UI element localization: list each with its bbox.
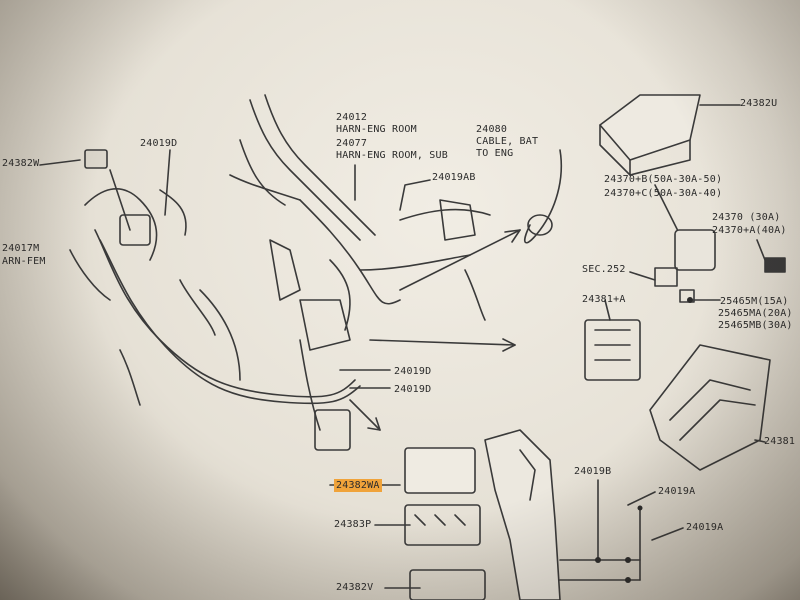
part-label-24382v: 24382V (336, 582, 374, 593)
part-label-24382u: 24382U (740, 98, 778, 109)
part-label-24077: 24077 (336, 138, 368, 149)
part-label-24019d-mid2: 24019D (394, 384, 432, 395)
part-label-24019d: 24019D (140, 138, 178, 149)
part-label-harn-fem: ARN-FEM (2, 256, 46, 267)
part-label-25465ma: 25465MA(20A) (718, 308, 793, 319)
part-label-25465mb: 25465MB(30A) (718, 320, 793, 331)
part-label-24370-30a: 24370 (30A) (712, 212, 781, 223)
part-label-to-eng: TO ENG (476, 148, 514, 159)
part-label-24019d-mid1: 24019D (394, 366, 432, 377)
part-label-24019a-2: 24019A (686, 522, 724, 533)
part-label-24080: 24080 (476, 124, 508, 135)
part-label-24017m: 24017M (2, 243, 40, 254)
part-label-24370c: 24370+C(50A-30A-40) (604, 188, 723, 199)
part-label-24370a: 24370+A(40A) (712, 225, 787, 236)
part-label-24019ab: 24019AB (432, 172, 476, 183)
part-label-24382w: 24382W (2, 158, 40, 169)
part-label-24012: 24012 (336, 112, 368, 123)
part-label-24383p: 24383P (334, 519, 372, 530)
part-label-25465m: 25465M(15A) (720, 296, 789, 307)
part-label-24019b: 24019B (574, 466, 612, 477)
part-label-harn-eng-room-sub: HARN-ENG ROOM, SUB (336, 150, 448, 161)
part-label-24019a-1: 24019A (658, 486, 696, 497)
part-label-24381a: 24381+A (582, 294, 626, 305)
part-label-24381: 24381 (764, 436, 796, 447)
part-label-sec252: SEC.252 (582, 264, 626, 275)
part-label-harn-eng-room: HARN-ENG ROOM (336, 124, 417, 135)
part-label-24370b: 24370+B(50A-30A-50) (604, 174, 723, 185)
part-label-cable-bat: CABLE, BAT (476, 136, 539, 147)
part-label-24382wa-highlighted: 24382WA (334, 479, 382, 492)
